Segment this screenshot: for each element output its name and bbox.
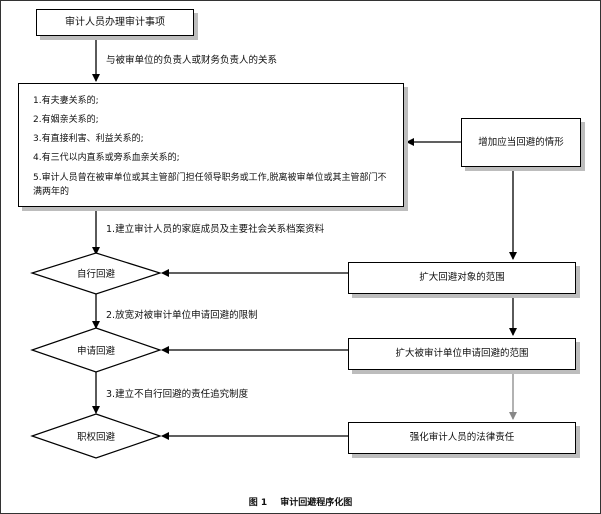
condition-4: 4.有三代以内直系或旁系血亲关系的; — [33, 153, 180, 163]
add-situations-box: 增加应当回避的情形 — [461, 118, 581, 167]
caption-text: 审计回避程序化图 — [280, 498, 353, 508]
conditions-box: 1.有夫妻关系的; 2.有姻亲关系的; 3.有直接利害、利益关系的; 4.有三代… — [18, 83, 404, 207]
figure-caption: 图 1 审计回避程序化图 — [0, 495, 601, 508]
edge-label-step-2: 2.放宽对被审计单位申请回避的限制 — [106, 310, 258, 321]
action-box-2: 扩大被审计单位申请回避的范围 — [348, 338, 576, 370]
diamond-1 — [30, 252, 162, 295]
diamond-1-label: 自行回避 — [76, 269, 115, 280]
diamond-2 — [30, 327, 162, 373]
condition-5: 5.审计人员曾在被审单位或其主管部门担任领导职务或工作,脱离被审单位或其主管部门… — [33, 173, 387, 197]
action-box-1: 扩大回避对象的范围 — [348, 262, 576, 294]
action-box-3: 强化审计人员的法律责任 — [348, 422, 576, 454]
start-box: 审计人员办理审计事项 — [36, 9, 194, 36]
diamond-2-label: 申请回避 — [76, 346, 115, 357]
condition-1: 1.有夫妻关系的; — [33, 96, 99, 106]
condition-3: 3.有直接利害、利益关系的; — [33, 134, 144, 144]
edge-label-relation: 与被审单位的负责人或财务负责人的关系 — [106, 55, 278, 66]
caption-figure-number: 图 1 — [248, 498, 268, 508]
diamond-3-label: 职权回避 — [76, 432, 115, 443]
edge-label-step-3: 3.建立不自行回避的责任追究制度 — [106, 389, 249, 400]
condition-2: 2.有姻亲关系的; — [33, 115, 99, 125]
diamond-3 — [30, 413, 162, 459]
edge-label-step-1: 1.建立审计人员的家庭成员及主要社会关系档案资料 — [106, 224, 325, 235]
